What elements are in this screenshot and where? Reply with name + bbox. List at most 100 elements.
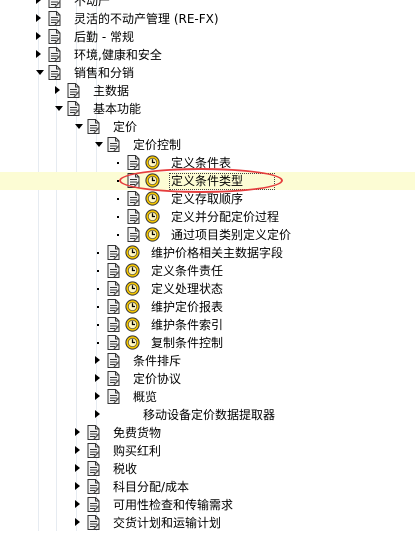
document-icon	[48, 47, 61, 62]
execute-clock-icon[interactable]	[125, 263, 140, 278]
tree-row[interactable]: 销售和分销	[0, 64, 415, 82]
annotation-circle	[119, 168, 283, 193]
tree-row[interactable]: 定义条件责任	[0, 262, 415, 280]
expand-arrow-icon[interactable]	[55, 86, 60, 94]
tree-row[interactable]: 定义并分配定价过程	[0, 208, 415, 226]
expand-arrow-icon[interactable]	[75, 464, 80, 472]
expand-arrow-icon[interactable]	[36, 0, 41, 4]
expand-arrow-icon[interactable]	[95, 392, 100, 400]
tree-item-label: 概览	[133, 390, 158, 404]
document-icon	[87, 497, 100, 512]
document-icon	[87, 461, 100, 476]
execute-clock-icon[interactable]	[125, 335, 140, 350]
collapse-arrow-icon[interactable]	[95, 142, 103, 147]
tree-row[interactable]: 概览	[0, 388, 415, 406]
document-icon	[127, 191, 140, 206]
collapse-arrow-icon[interactable]	[55, 106, 63, 111]
execute-clock-icon[interactable]	[125, 299, 140, 314]
document-icon	[107, 263, 120, 278]
tree-row[interactable]: 环境,健康和安全	[0, 46, 415, 64]
document-icon	[87, 425, 100, 440]
leaf-bullet-icon	[117, 198, 119, 200]
tree-row[interactable]: 税收	[0, 460, 415, 478]
tree-row[interactable]: 维护条件索引	[0, 316, 415, 334]
tree-row[interactable]: 定价	[0, 118, 415, 136]
execute-clock-icon[interactable]	[125, 245, 140, 260]
document-icon	[87, 479, 100, 494]
tree-row[interactable]: 交货计划和运输计划	[0, 514, 415, 532]
document-icon	[107, 371, 120, 386]
tree-item-label: 后勤 - 常规	[74, 30, 134, 44]
document-icon	[48, 0, 61, 8]
document-icon	[107, 281, 120, 296]
document-icon	[107, 389, 120, 404]
execute-clock-icon[interactable]	[145, 209, 160, 224]
tree-item-label: 主数据	[93, 84, 130, 98]
tree-row[interactable]: 灵活的不动产管理 (RE-FX)	[0, 10, 415, 28]
tree-row[interactable]: 科目分配/成本	[0, 478, 415, 496]
expand-arrow-icon[interactable]	[36, 32, 41, 40]
tree-row[interactable]: 定义存取顺序	[0, 190, 415, 208]
tree-item-label: 基本功能	[93, 102, 142, 116]
tree-item-label: 定义存取顺序	[171, 192, 244, 206]
tree-row[interactable]: 基本功能	[0, 100, 415, 118]
leaf-bullet-icon	[97, 324, 99, 326]
document-icon	[127, 209, 140, 224]
tree-row[interactable]: 定价控制	[0, 136, 415, 154]
execute-clock-icon[interactable]	[145, 191, 160, 206]
tree-row[interactable]: 通过项目类别定义定价	[0, 226, 415, 244]
tree-item-label: 交货计划和运输计划	[113, 516, 222, 530]
expand-arrow-icon[interactable]	[36, 50, 41, 58]
expand-arrow-icon[interactable]	[95, 410, 100, 418]
document-icon	[127, 155, 140, 170]
tree-row[interactable]: 购买红利	[0, 442, 415, 460]
document-icon	[87, 443, 100, 458]
document-icon	[107, 317, 120, 332]
execute-clock-icon[interactable]	[145, 227, 160, 242]
tree-item-label: 条件排斥	[133, 354, 182, 368]
expand-arrow-icon[interactable]	[75, 482, 80, 490]
tree-row[interactable]: 定价协议	[0, 370, 415, 388]
tree-item-label: 维护定价报表	[151, 300, 224, 314]
tree-item-label: 维护条件索引	[151, 318, 224, 332]
tree-item-label: 环境,健康和安全	[74, 48, 162, 62]
execute-clock-icon[interactable]	[145, 155, 160, 170]
tree-item-label: 定义条件表	[171, 156, 232, 170]
expand-arrow-icon[interactable]	[75, 428, 80, 436]
leaf-bullet-icon	[117, 234, 119, 236]
collapse-arrow-icon[interactable]	[75, 124, 83, 129]
expand-arrow-icon[interactable]	[95, 356, 100, 364]
tree-item-label: 税收	[113, 462, 138, 476]
leaf-bullet-icon	[97, 252, 99, 254]
document-icon	[107, 353, 120, 368]
tree-row[interactable]: 维护定价报表	[0, 298, 415, 316]
document-icon	[48, 65, 61, 80]
tree-row[interactable]: 移动设备定价数据提取器	[0, 406, 415, 424]
tree-row[interactable]: 复制条件控制	[0, 334, 415, 352]
expand-arrow-icon[interactable]	[95, 374, 100, 382]
collapse-arrow-icon[interactable]	[36, 70, 44, 75]
expand-arrow-icon[interactable]	[75, 500, 80, 508]
expand-arrow-icon[interactable]	[75, 446, 80, 454]
tree-guide-line	[96, 0, 97, 531]
leaf-bullet-icon	[117, 216, 119, 218]
expand-arrow-icon[interactable]	[36, 14, 41, 22]
tree-row[interactable]: 定义条件表	[0, 154, 415, 172]
execute-clock-icon[interactable]	[125, 281, 140, 296]
tree-row[interactable]: 后勤 - 常规	[0, 28, 415, 46]
execute-clock-icon[interactable]	[125, 317, 140, 332]
tree-row[interactable]: 维护价格相关主数据字段	[0, 244, 415, 262]
tree-item-label: 移动设备定价数据提取器	[143, 408, 276, 422]
tree-row[interactable]: 免费货物	[0, 424, 415, 442]
tree-row[interactable]: 可用性检查和传输需求	[0, 496, 415, 514]
tree-item-label: 不动产	[74, 0, 111, 8]
tree-row[interactable]: 条件排斥	[0, 352, 415, 370]
leaf-bullet-icon	[97, 306, 99, 308]
tree-row[interactable]: 主数据	[0, 82, 415, 100]
tree-item-label: 定义并分配定价过程	[171, 210, 280, 224]
tree-item-label: 复制条件控制	[151, 336, 224, 350]
tree-row[interactable]: 不动产	[0, 0, 415, 10]
tree-row[interactable]: 定义处理状态	[0, 280, 415, 298]
document-icon	[87, 515, 100, 530]
expand-arrow-icon[interactable]	[75, 518, 80, 526]
